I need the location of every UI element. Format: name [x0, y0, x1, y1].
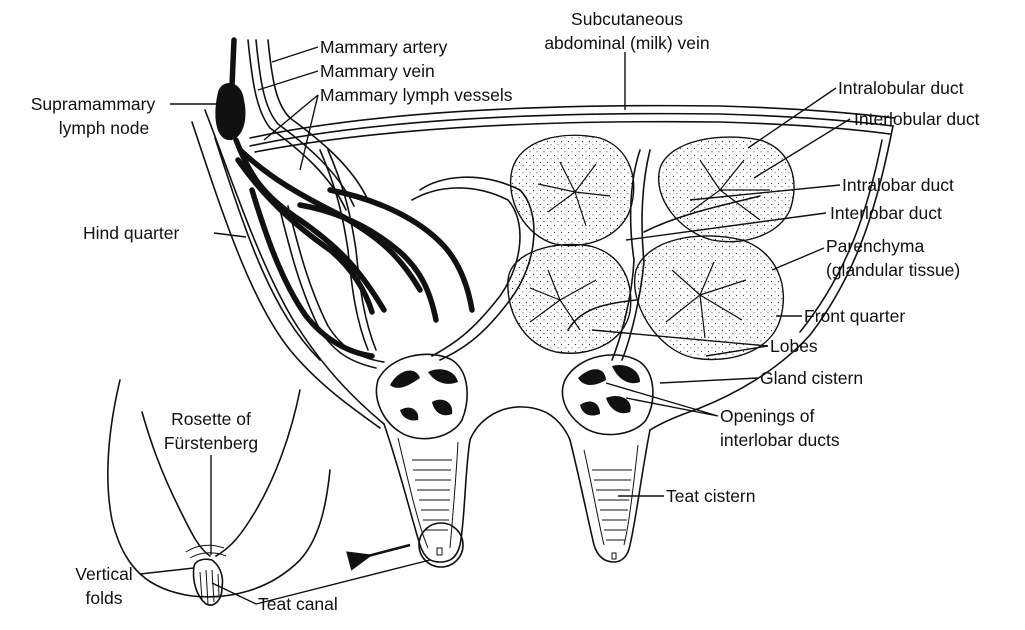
- label-hind-quarter: Hind quarter: [83, 223, 179, 243]
- label-openings-line1: Openings of: [720, 406, 815, 426]
- front-gland-cistern: [562, 355, 652, 435]
- label-lobes: Lobes: [770, 336, 818, 356]
- label-mammary-lymph-vessels: Mammary lymph vessels: [320, 85, 513, 105]
- label-mammary-artery: Mammary artery: [320, 37, 448, 57]
- label-rosette-line1: Rosette of: [171, 409, 251, 429]
- hind-gland-cistern: [376, 354, 467, 438]
- label-gland-cistern: Gland cistern: [760, 368, 863, 388]
- label-front-quarter: Front quarter: [804, 306, 905, 326]
- label-supramammary-line2: lymph node: [59, 118, 149, 138]
- label-intralobular-duct: Intralobular duct: [838, 78, 964, 98]
- label-vertical-folds-line1: Vertical: [75, 564, 132, 584]
- label-rosette-line2: Fürstenberg: [164, 433, 258, 453]
- label-teat-canal: Teat canal: [258, 594, 338, 614]
- label-parenchyma-line2: (glandular tissue): [826, 260, 960, 280]
- label-subcutaneous-line2: abdominal (milk) vein: [544, 33, 709, 53]
- lobe-top-left: [511, 135, 634, 245]
- label-intralobar-duct: Intralobar duct: [842, 175, 954, 195]
- label-teat-cistern: Teat cistern: [666, 486, 755, 506]
- supramammary-lymph-node: [215, 83, 245, 140]
- label-openings-line2: interlobar ducts: [720, 430, 840, 450]
- front-teat-cistern-rings: [592, 470, 632, 540]
- label-parenchyma-line1: Parenchyma: [826, 236, 925, 256]
- lobes: [508, 135, 794, 359]
- label-subcutaneous-line1: Subcutaneous: [571, 9, 683, 29]
- labels: Subcutaneous abdominal (milk) vein Mamma…: [31, 9, 980, 614]
- direction-arrow: [368, 545, 410, 556]
- label-mammary-vein: Mammary vein: [320, 61, 435, 81]
- label-vertical-folds-line2: folds: [86, 588, 123, 608]
- hind-teat: [384, 424, 470, 567]
- label-supramammary-line1: Supramammary: [31, 94, 156, 114]
- label-interlobular-duct: Interlobular duct: [854, 109, 980, 129]
- label-interlobar-duct: Interlobar duct: [830, 203, 942, 223]
- lobe-bottom-left: [508, 244, 631, 353]
